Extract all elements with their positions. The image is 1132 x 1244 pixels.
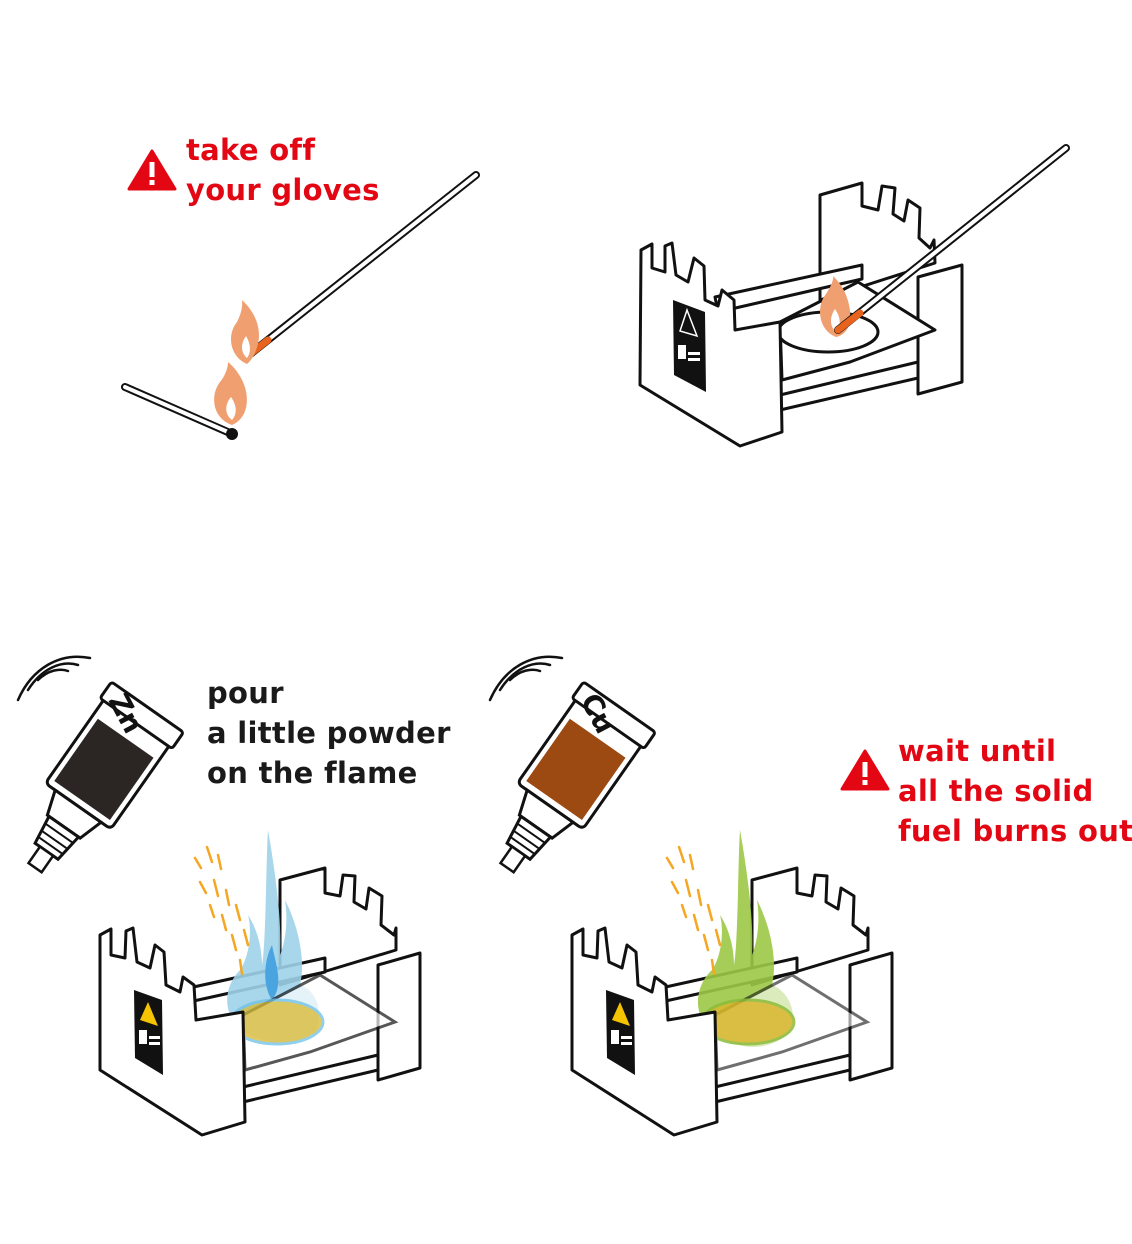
powder-sparks	[665, 845, 722, 976]
hot-surface-warning-icon	[134, 990, 163, 1075]
hot-surface-warning-icon	[673, 300, 706, 392]
hot-surface-warning-icon	[606, 990, 635, 1075]
warning-triangle-icon	[127, 149, 177, 191]
warning-line: take off	[186, 133, 316, 167]
warning-line: your gloves	[186, 173, 380, 207]
cu-vial	[498, 681, 656, 874]
instruction-line: pour	[207, 676, 284, 710]
sound-waves-icon	[488, 655, 564, 702]
warning-line: wait until	[898, 734, 1057, 768]
instruction-line: a little powder	[207, 716, 451, 750]
stove-lighting-illustration	[638, 144, 1070, 448]
instruction-line: on the flame	[207, 756, 418, 790]
warning-triangle-icon	[840, 749, 890, 791]
sound-waves-icon	[16, 655, 92, 702]
zn-vial	[26, 681, 184, 874]
flame-icon	[231, 300, 259, 364]
warning-text-gloves: take off your gloves	[186, 130, 380, 210]
long-match	[245, 171, 480, 359]
warning-text-wait: wait until all the solid fuel burns out	[898, 731, 1132, 851]
warning-line: all the solid	[898, 774, 1094, 808]
powder-sparks	[193, 845, 250, 976]
zn-flame-test-illustration: Zn	[16, 655, 422, 1137]
cu-flame-test-illustration: Cu	[488, 655, 894, 1137]
warning-line: fuel burns out	[898, 814, 1132, 848]
instruction-text: pour a little powder on the flame	[207, 673, 451, 793]
match-lighting-illustration	[121, 171, 480, 440]
flame-icon	[214, 362, 247, 425]
short-match	[121, 383, 238, 440]
